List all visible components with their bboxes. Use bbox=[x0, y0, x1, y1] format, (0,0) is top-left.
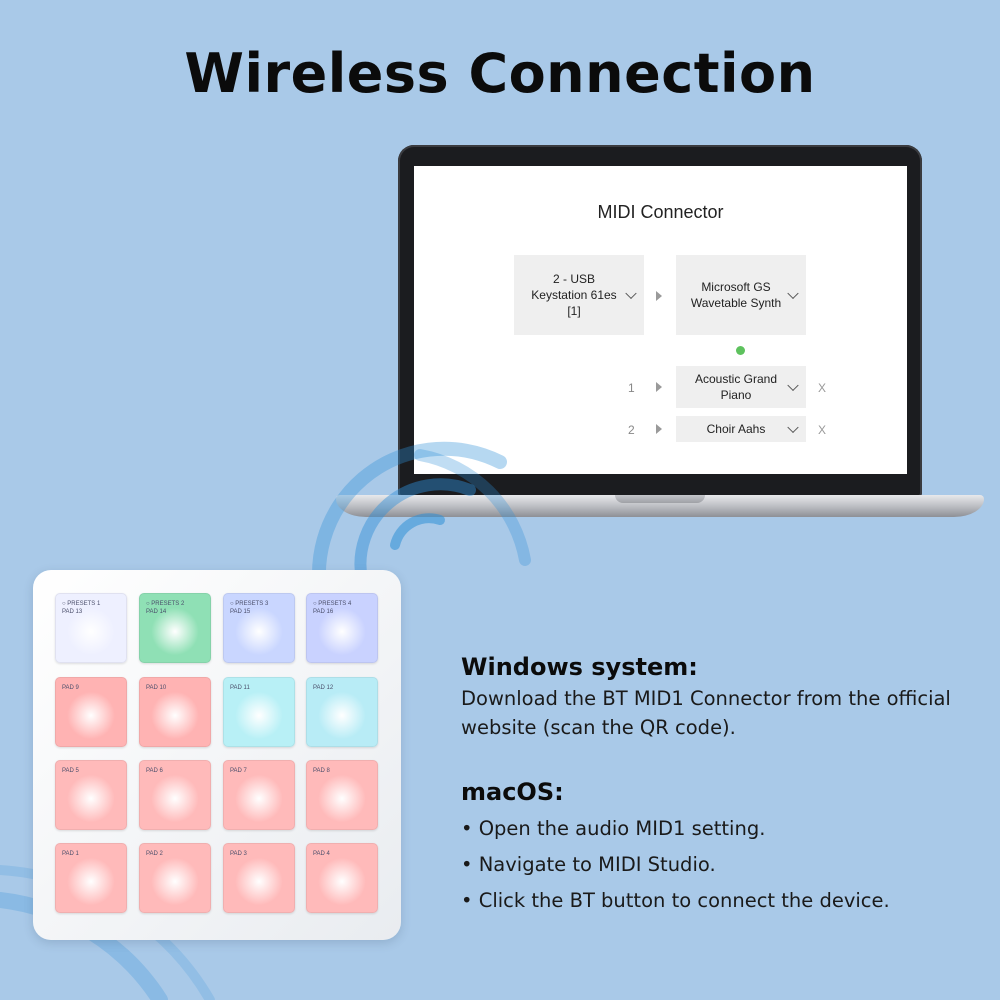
pad-label: PAD 5 bbox=[62, 768, 79, 774]
pad-label: PAD 8 bbox=[313, 768, 330, 774]
pad-label: PAD 7 bbox=[230, 768, 247, 774]
arrow-right-icon bbox=[656, 291, 662, 301]
app-title: MIDI Connector bbox=[597, 202, 724, 222]
input-device-select[interactable]: 2 - USB Keystation 61es [1] bbox=[514, 255, 644, 335]
drum-pad[interactable]: PAD 3 bbox=[223, 843, 295, 913]
drum-pad[interactable]: ○ PRESETS 3 PAD 15 bbox=[223, 593, 295, 663]
pad-label: ○ PRESETS 2 PAD 14 bbox=[146, 601, 185, 615]
pad-label: ○ PRESETS 3 PAD 15 bbox=[230, 601, 269, 615]
drum-pad[interactable]: PAD 8 bbox=[306, 760, 378, 830]
drum-pad[interactable]: PAD 11 bbox=[223, 677, 295, 747]
instrument-select[interactable]: Choir Aahs bbox=[676, 416, 806, 442]
pad-label: PAD 10 bbox=[146, 685, 167, 691]
windows-heading: Windows system: bbox=[461, 653, 698, 681]
pad-label: PAD 12 bbox=[313, 685, 334, 691]
pad-label: PAD 11 bbox=[230, 685, 250, 691]
macos-step: • Navigate to MIDI Studio. bbox=[461, 853, 716, 876]
macos-heading: macOS: bbox=[461, 778, 564, 806]
pad-label: PAD 9 bbox=[62, 685, 79, 691]
arrow-right-icon bbox=[656, 424, 662, 434]
drum-pad[interactable]: ○ PRESETS 1 PAD 13 bbox=[55, 593, 127, 663]
pad-label: PAD 3 bbox=[230, 851, 247, 857]
laptop-base bbox=[336, 495, 984, 517]
macos-step: • Click the BT button to connect the dev… bbox=[461, 889, 890, 912]
input-device-label: 2 - USB Keystation 61es [1] bbox=[531, 272, 617, 318]
channel-number: 1 bbox=[628, 381, 635, 395]
pad-label: PAD 2 bbox=[146, 851, 163, 857]
drum-pad[interactable]: PAD 4 bbox=[306, 843, 378, 913]
drum-pad[interactable]: PAD 5 bbox=[55, 760, 127, 830]
remove-channel-button[interactable]: X bbox=[818, 381, 827, 395]
laptop-hinge-notch bbox=[615, 495, 705, 503]
remove-channel-button[interactable]: X bbox=[818, 423, 827, 437]
drum-pad[interactable]: ○ PRESETS 2 PAD 14 bbox=[139, 593, 211, 663]
pad-label: PAD 6 bbox=[146, 768, 163, 774]
drum-pad[interactable]: PAD 12 bbox=[306, 677, 378, 747]
instrument-label: Choir Aahs bbox=[706, 422, 766, 436]
drum-pad[interactable]: PAD 2 bbox=[139, 843, 211, 913]
connection-status-dot bbox=[736, 346, 745, 355]
drum-pad[interactable]: ○ PRESETS 4 PAD 16 bbox=[306, 593, 378, 663]
pad-label: ○ PRESETS 1 PAD 13 bbox=[62, 601, 101, 615]
pad-label: PAD 4 bbox=[313, 851, 330, 857]
drum-pad[interactable]: PAD 9 bbox=[55, 677, 127, 747]
instrument-label: Acoustic Grand Piano bbox=[694, 372, 778, 402]
windows-instructions: Download the BT MID1 Connector from the … bbox=[461, 687, 951, 739]
pad-controller: ○ PRESETS 1 PAD 13 ○ PRESETS 2 PAD 14 ○ PR… bbox=[33, 570, 401, 940]
pad-label: PAD 1 bbox=[62, 851, 79, 857]
drum-pad[interactable]: PAD 7 bbox=[223, 760, 295, 830]
macos-step: • Open the audio MID1 setting. bbox=[461, 817, 766, 840]
drum-pad[interactable]: PAD 10 bbox=[139, 677, 211, 747]
drum-pad[interactable]: PAD 1 bbox=[55, 843, 127, 913]
output-device-label: Microsoft GS Wavetable Synth bbox=[690, 280, 782, 310]
laptop-screen: MIDI Connector 2 - USB Keystation 61es [… bbox=[414, 166, 907, 474]
instrument-select[interactable]: Acoustic Grand Piano bbox=[676, 366, 806, 408]
page-title: Wireless Connection bbox=[184, 42, 816, 105]
drum-pad[interactable]: PAD 6 bbox=[139, 760, 211, 830]
channel-number: 2 bbox=[628, 423, 635, 437]
output-device-select[interactable]: Microsoft GS Wavetable Synth bbox=[676, 255, 806, 335]
pad-label: ○ PRESETS 4 PAD 16 bbox=[313, 601, 352, 615]
arrow-right-icon bbox=[656, 382, 662, 392]
